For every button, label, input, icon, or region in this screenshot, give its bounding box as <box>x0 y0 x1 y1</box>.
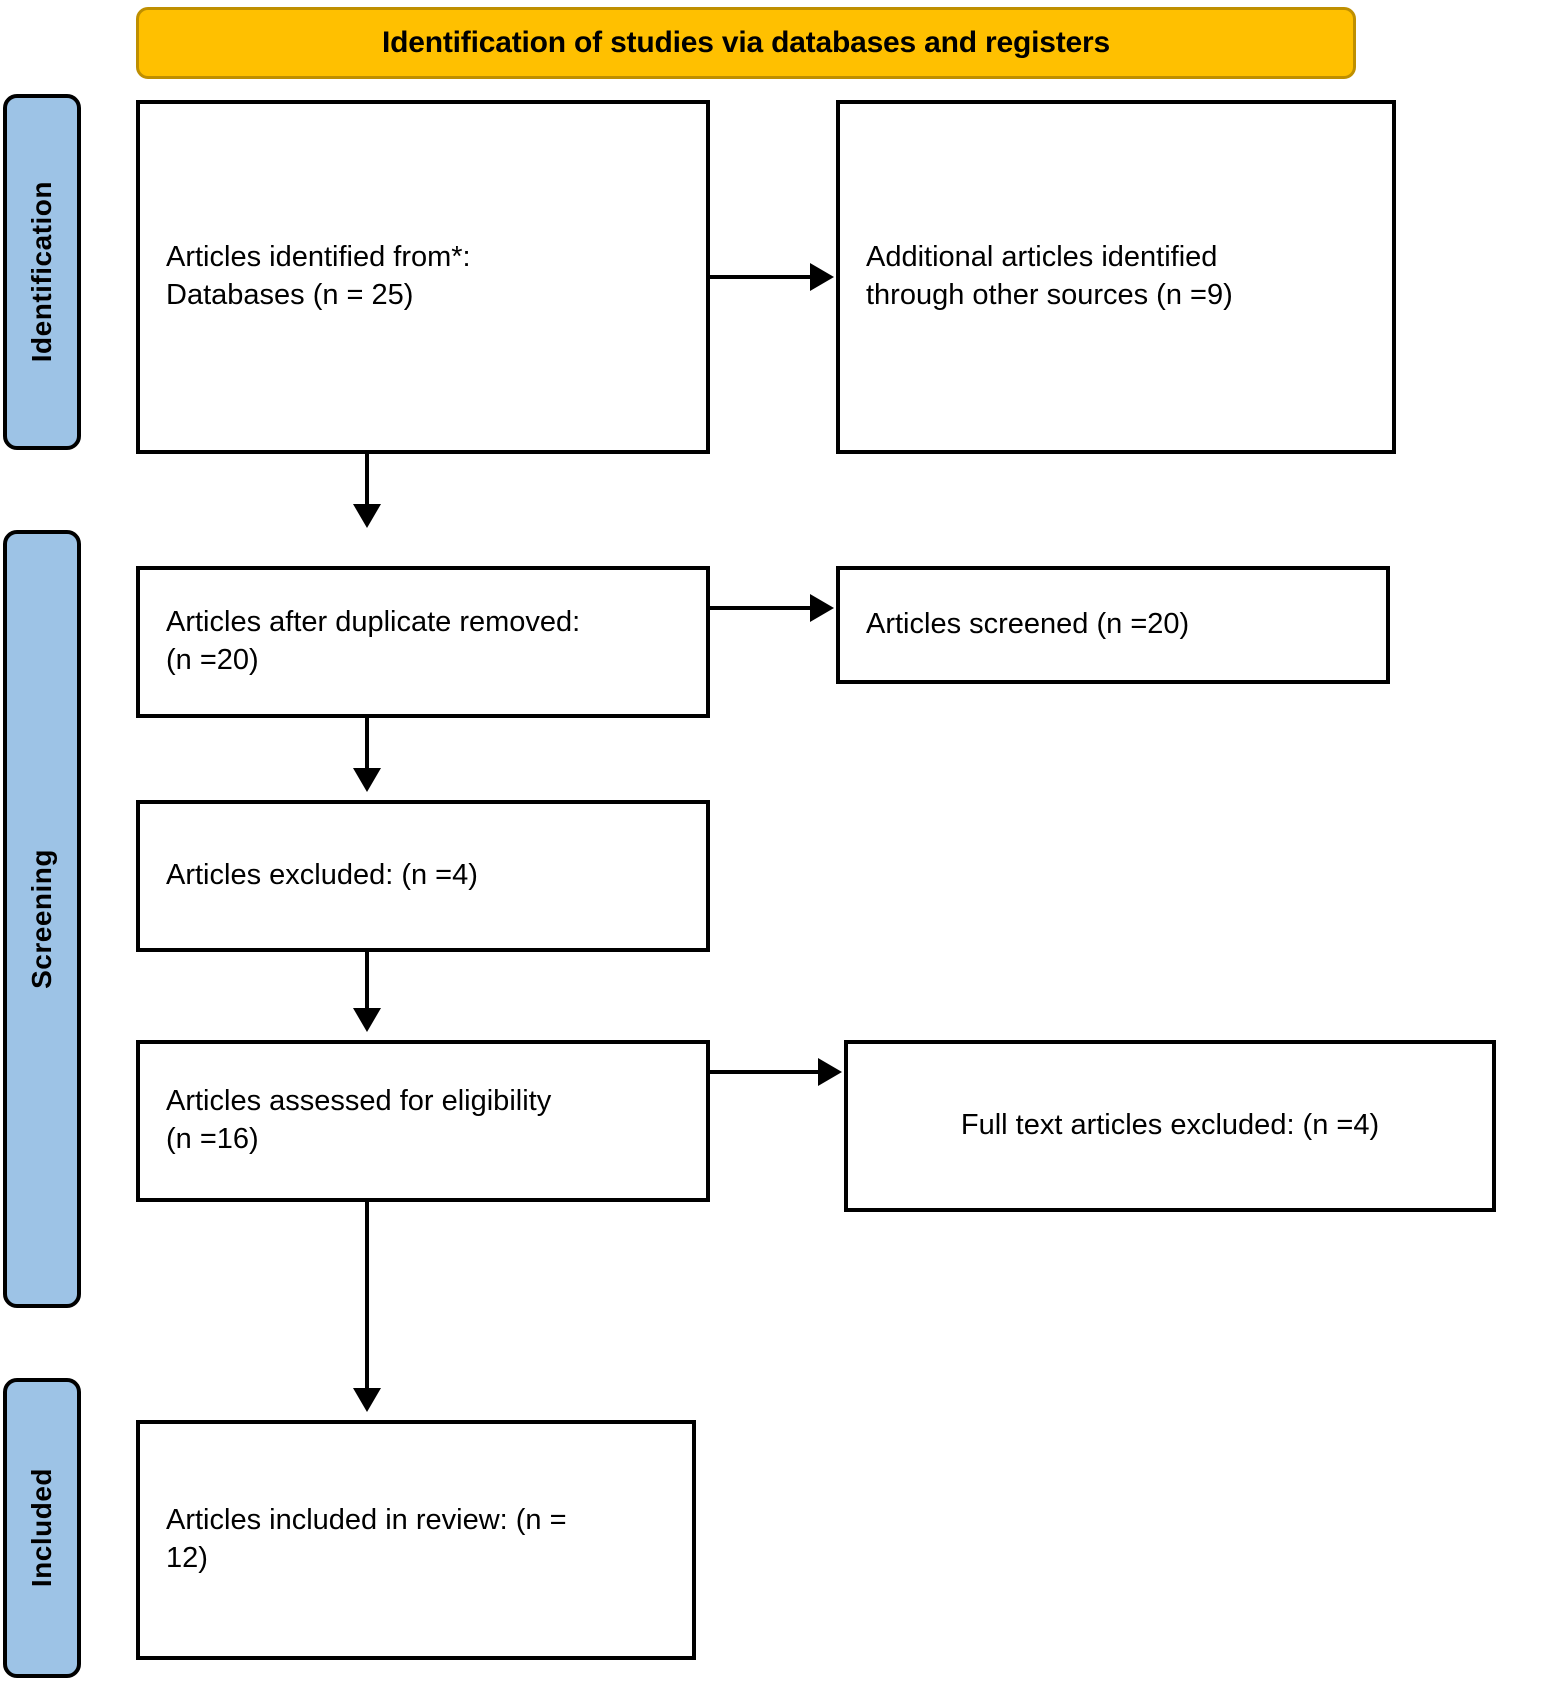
node-articles-identified-text: Articles identified from*: Databases (n … <box>166 241 471 311</box>
diagram-title-banner: Identification of studies via databases … <box>136 7 1356 79</box>
node-articles-screened: Articles screened (n =20) <box>836 566 1390 684</box>
node-articles-excluded: Articles excluded: (n =4) <box>136 800 710 952</box>
node-articles-after-duplicate-removed: Articles after duplicate removed: (n =20… <box>136 566 710 718</box>
node-articles-assessed-for-eligibility: Articles assessed for eligibility (n =16… <box>136 1040 710 1202</box>
stage-label-included: Included <box>26 1468 57 1588</box>
connector-identified-to-additional <box>710 275 814 279</box>
connector-duplicates-to-excluded <box>365 718 369 774</box>
stage-bar-screening: Screening <box>3 530 81 1308</box>
arrowhead-down-icon <box>353 1008 381 1032</box>
node-articles-included-in-review: Articles included in review: (n = 12) <box>136 1420 696 1660</box>
connector-excluded-to-eligibility <box>365 952 369 1014</box>
node-full-text-articles-excluded-text: Full text articles excluded: (n =4) <box>960 1109 1380 1142</box>
arrowhead-right-icon <box>810 263 834 291</box>
stage-label-screening: Screening <box>26 849 57 989</box>
node-articles-after-duplicate-removed-text: Articles after duplicate removed: (n =20… <box>166 606 581 676</box>
arrowhead-right-icon <box>810 594 834 622</box>
node-full-text-articles-excluded: Full text articles excluded: (n =4) <box>844 1040 1496 1212</box>
arrowhead-right-icon <box>818 1058 842 1086</box>
node-articles-excluded-text: Articles excluded: (n =4) <box>166 859 478 892</box>
node-articles-assessed-for-eligibility-text: Articles assessed for eligibility (n =16… <box>166 1085 552 1155</box>
arrowhead-down-icon <box>353 1388 381 1412</box>
connector-eligibility-to-included <box>365 1202 369 1394</box>
node-additional-articles-identified: Additional articles identified through o… <box>836 100 1396 454</box>
node-articles-screened-text: Articles screened (n =20) <box>866 608 1190 641</box>
stage-bar-included: Included <box>3 1378 81 1678</box>
stage-label-identification: Identification <box>26 181 57 363</box>
node-articles-included-in-review-text: Articles included in review: (n = 12) <box>166 1504 567 1574</box>
connector-eligibility-to-fulltext-excluded <box>710 1070 822 1074</box>
connector-identified-to-duplicates <box>365 454 369 510</box>
arrowhead-down-icon <box>353 768 381 792</box>
connector-duplicates-to-screened <box>710 606 814 610</box>
page-title: Identification of studies via databases … <box>382 26 1110 59</box>
node-additional-articles-identified-text: Additional articles identified through o… <box>866 241 1233 311</box>
node-articles-identified: Articles identified from*: Databases (n … <box>136 100 710 454</box>
arrowhead-down-icon <box>353 504 381 528</box>
stage-bar-identification: Identification <box>3 94 81 450</box>
